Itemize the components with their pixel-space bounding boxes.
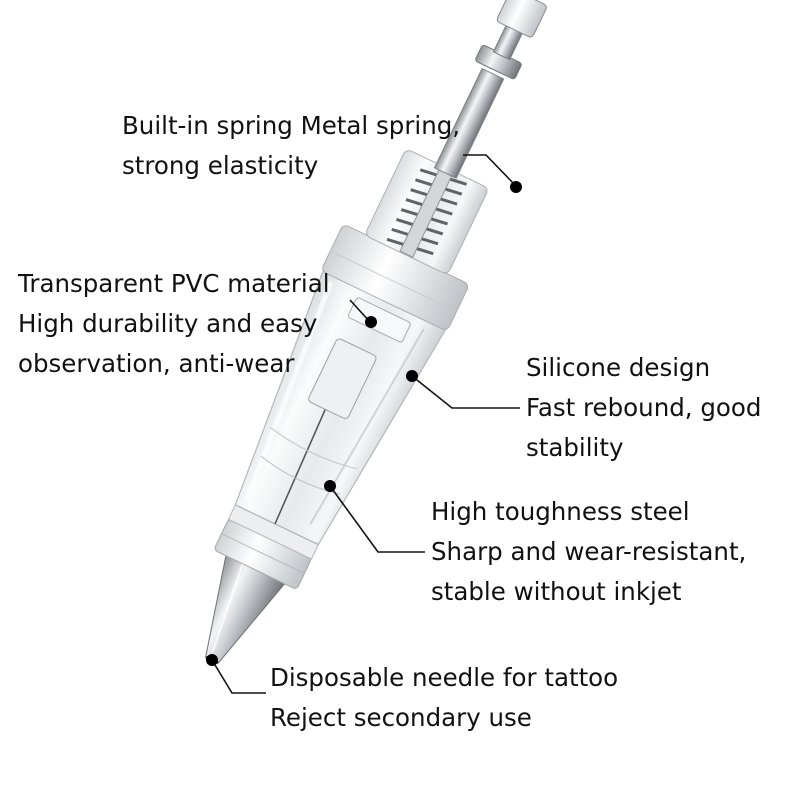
dot-silicone xyxy=(406,370,418,382)
callout-dots xyxy=(206,181,522,666)
annotation-pvc-line3: observation, anti-wear xyxy=(18,349,295,378)
leader-steel xyxy=(329,485,425,553)
annotation-silicone-line1: Silicone design xyxy=(526,353,711,382)
leader-silicone xyxy=(411,375,520,409)
annotation-spring-line2: strong elasticity xyxy=(122,151,319,180)
annotation-steel-line1: High toughness steel xyxy=(431,497,690,526)
annotation-silicone: Silicone design Fast rebound, good stabi… xyxy=(526,348,761,468)
annotation-pvc-line1: Transparent PVC material xyxy=(18,269,330,298)
annotation-pvc: Transparent PVC material High durability… xyxy=(18,264,330,384)
dot-pvc xyxy=(365,316,377,328)
leader-spring xyxy=(463,154,517,187)
annotation-steel-line2: Sharp and wear-resistant, xyxy=(431,537,747,566)
annotation-silicone-line3: stability xyxy=(526,433,624,462)
dot-needle xyxy=(206,654,218,666)
dot-steel xyxy=(324,480,336,492)
lower-grip xyxy=(214,504,319,589)
annotation-silicone-line2: Fast rebound, good xyxy=(526,393,762,422)
annotation-spring-line1: Built-in spring Metal spring, xyxy=(122,111,461,140)
metal-spring xyxy=(386,164,467,258)
dot-spring xyxy=(510,181,522,193)
leader-needle xyxy=(211,659,266,694)
plunger-rod xyxy=(433,0,547,179)
annotation-needle: Disposable needle for tattoo Reject seco… xyxy=(270,658,618,738)
annotation-steel-line3: stable without inkjet xyxy=(431,577,682,606)
annotation-needle-line1: Disposable needle for tattoo xyxy=(270,663,619,692)
annotation-pvc-line2: High durability and easy xyxy=(18,309,318,338)
annotation-steel: High toughness steel Sharp and wear-resi… xyxy=(431,492,746,612)
annotation-spring: Built-in spring Metal spring, strong ela… xyxy=(122,106,460,186)
annotation-needle-line2: Reject secondary use xyxy=(270,703,532,732)
